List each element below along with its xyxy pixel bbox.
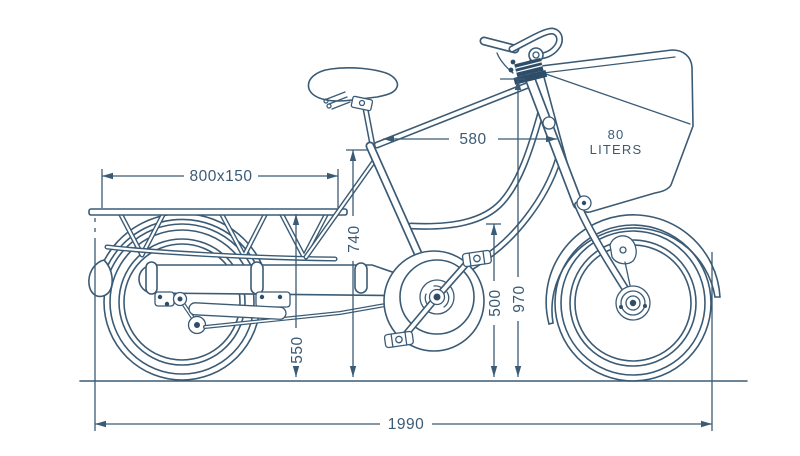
dimension-rack-platform: 800x150 (101, 168, 339, 208)
crank-assembly (383, 249, 492, 352)
pedal-upper (461, 249, 492, 268)
saddle-springs (326, 91, 351, 110)
front-end (520, 62, 651, 321)
basket-capacity-value: 80 (608, 127, 625, 142)
front-basket: 80 LITERS (540, 49, 694, 213)
frame-boom-tube (138, 261, 434, 297)
chain-guard-bar (188, 302, 287, 320)
head-tube-coupling (542, 116, 556, 130)
dimension-overall-length: 1990 (94, 218, 713, 433)
dimension-saddle-to-handlebar: 580 (383, 131, 557, 148)
dim-label-1990: 1990 (388, 416, 424, 433)
seat-clamp (350, 95, 374, 112)
dim-label-580: 580 (459, 131, 486, 148)
pedal-lower (383, 330, 414, 349)
rear-mudflap (88, 259, 113, 298)
dim-label-970: 970 (511, 285, 528, 312)
rack-platform (88, 208, 348, 216)
handlebar-assembly (479, 27, 563, 85)
headset-spacers (513, 57, 548, 85)
dim-label-500: 500 (487, 289, 504, 316)
dimension-handlebar-height: 970 (500, 78, 528, 377)
dimension-step-through-height: 500 (486, 223, 504, 377)
saddle-assembly (307, 66, 399, 112)
basket-capacity-unit: LITERS (590, 142, 643, 157)
front-brake-bracket (609, 235, 637, 265)
rear-drivetrain (154, 291, 410, 335)
dimension-saddle-height: 740 (346, 149, 368, 377)
dimension-rack-height: 550 (289, 214, 306, 377)
front-fender (545, 214, 721, 325)
dim-label-550: 550 (289, 336, 306, 363)
saddle (307, 66, 399, 102)
dim-label-740: 740 (346, 225, 363, 252)
dim-label-rack: 800x150 (190, 168, 253, 185)
